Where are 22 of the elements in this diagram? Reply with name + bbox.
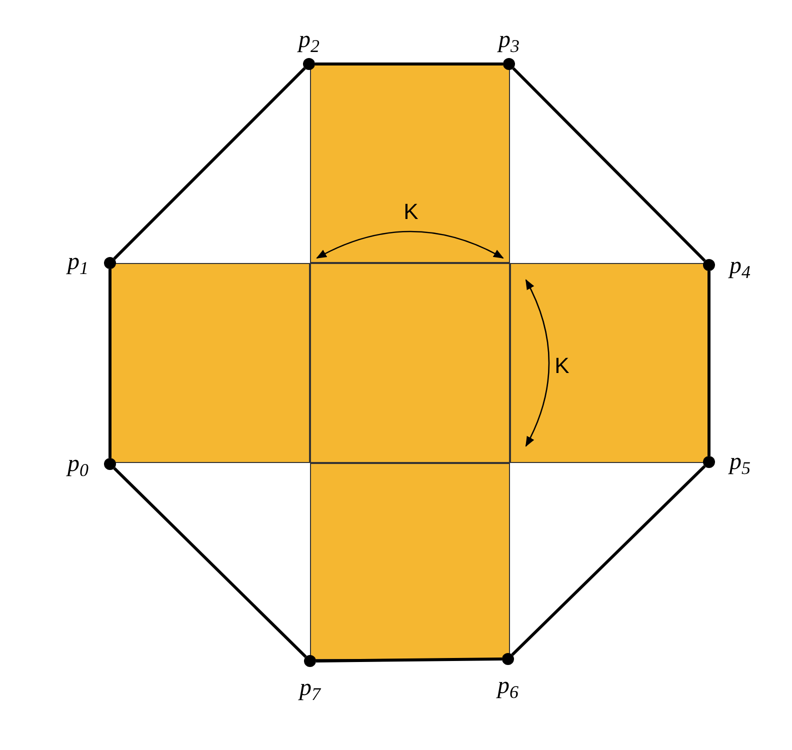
vertex-label: p$_{6}$ (498, 674, 518, 698)
vertex-label: p$_{7}$ (300, 676, 320, 700)
octagon-side (315, 62, 503, 66)
vertex-label: p$_{2}$ (298, 28, 320, 52)
octagon-side (708, 271, 710, 456)
square-tile (110, 263, 310, 463)
octagon-side (113, 67, 306, 260)
vertex-label: p$_{1}$ (68, 250, 88, 274)
square-tile (510, 263, 709, 463)
angle-label: K (404, 201, 418, 223)
vertex-label: p$_{5}$ (730, 450, 750, 474)
vertex-label: p$_{4}$ (730, 254, 750, 278)
octagon-side (108, 269, 112, 458)
square-tile (310, 64, 510, 263)
square-tile (310, 263, 510, 463)
square-tile (310, 463, 510, 660)
vertex-label: p$_{3}$ (498, 28, 520, 52)
octagon-side (113, 467, 307, 658)
octagon-side (316, 658, 502, 662)
angle-label: K (554, 355, 570, 377)
vertex-label: p$_{0}$ (68, 452, 88, 476)
octagon-side (512, 67, 706, 262)
